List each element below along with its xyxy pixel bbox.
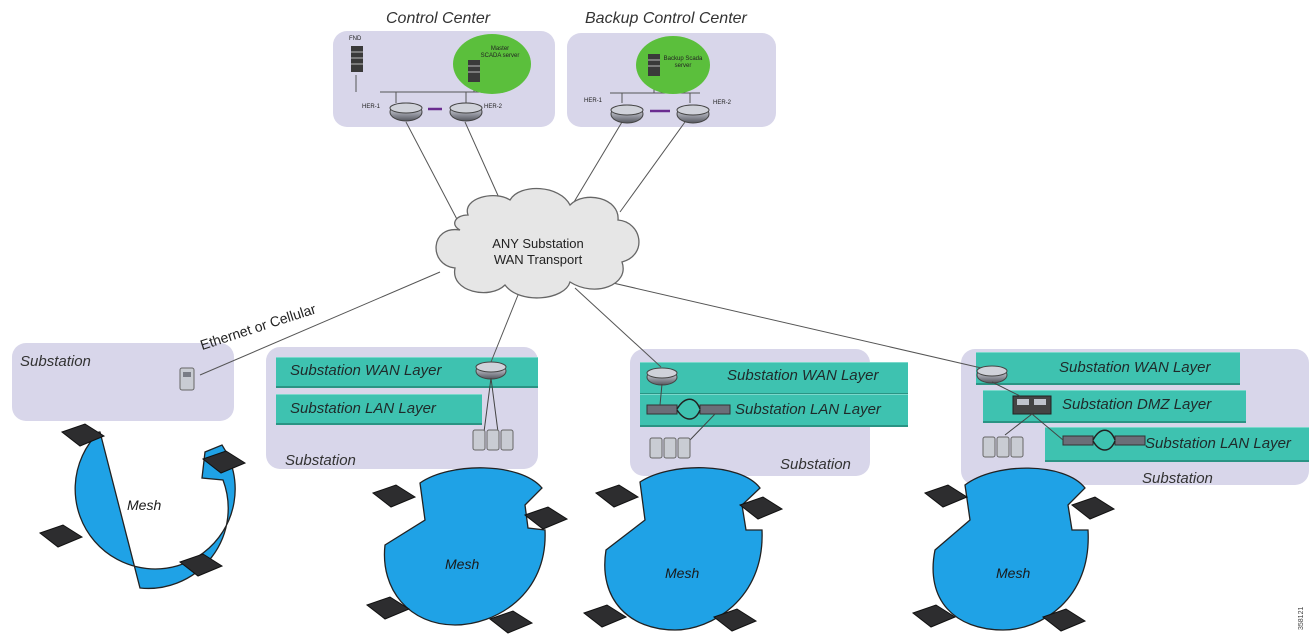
uplink-lines bbox=[199, 121, 991, 376]
substation-label-2: Substation bbox=[285, 452, 356, 469]
router-icon bbox=[389, 102, 423, 122]
endpoint-icon bbox=[38, 524, 84, 548]
wan-transport-cloud bbox=[435, 187, 640, 299]
mesh-4 bbox=[932, 467, 1089, 631]
endpoint-icon bbox=[488, 610, 534, 634]
endpoint-icon bbox=[523, 506, 569, 530]
her2-label-backup: HER-2 bbox=[713, 100, 732, 106]
cloud-line-1: ANY Substation bbox=[492, 236, 584, 251]
wan-layer-bar-4 bbox=[976, 352, 1240, 385]
lan-layer-bar-3 bbox=[640, 394, 908, 427]
master-scada-server-icon bbox=[468, 60, 480, 82]
router-icon bbox=[610, 104, 644, 124]
lan-layer-bar-2 bbox=[276, 394, 482, 425]
endpoint-icon bbox=[738, 496, 784, 520]
endpoint-icon bbox=[594, 484, 640, 508]
backup-scada-label: Backup Scada server bbox=[663, 56, 703, 69]
router-icon bbox=[676, 104, 710, 124]
lan-switch-pair-4 bbox=[1062, 429, 1146, 451]
control-center-title: Control Center bbox=[386, 10, 491, 27]
endpoint-icon bbox=[365, 596, 411, 620]
substation-label-4: Substation bbox=[1142, 470, 1213, 487]
fnd-label: FND bbox=[349, 36, 362, 42]
endpoint-icon bbox=[712, 608, 758, 632]
backup-scada-zone bbox=[636, 36, 710, 94]
lan-layer-label-3: Substation LAN Layer bbox=[735, 401, 881, 418]
endpoint-icon bbox=[371, 484, 417, 508]
router-icon bbox=[475, 361, 507, 380]
mesh-label-1: Mesh bbox=[127, 497, 162, 513]
mesh-3 bbox=[604, 467, 763, 631]
grid-router-icon bbox=[179, 367, 195, 391]
backup-control-center-title: Backup Control Center bbox=[585, 10, 747, 27]
dmz-layer-label-4: Substation DMZ Layer bbox=[1062, 396, 1212, 413]
her-links bbox=[355, 75, 700, 103]
master-scada-label: Master SCADA server bbox=[480, 46, 520, 59]
fnd-server-icon bbox=[351, 46, 363, 72]
mesh-2 bbox=[383, 467, 546, 626]
substation-label-3: Substation bbox=[780, 456, 851, 473]
lan-layer-label-2: Substation LAN Layer bbox=[290, 400, 436, 417]
her2-label-primary: HER-2 bbox=[484, 104, 503, 110]
wan-layer-label-3: Substation WAN Layer bbox=[727, 367, 879, 384]
endpoint-icons bbox=[38, 423, 1116, 634]
substation-label-1: Substation bbox=[20, 353, 91, 370]
endpoint-icon bbox=[1070, 496, 1116, 520]
endpoint-icon bbox=[582, 604, 628, 628]
figure-id: 358121 bbox=[1298, 606, 1305, 630]
substation-panel-1 bbox=[12, 343, 234, 421]
grid-router-cluster-icon bbox=[649, 437, 691, 459]
wan-layer-label-2: Substation WAN Layer bbox=[290, 362, 442, 379]
her1-label-backup: HER-1 bbox=[584, 98, 603, 104]
endpoint-icon bbox=[911, 604, 957, 628]
router-icon bbox=[449, 102, 483, 122]
endpoint-icon bbox=[178, 553, 224, 577]
cloud-label: ANY Substation WAN Transport bbox=[448, 236, 628, 268]
firewall-icon bbox=[1012, 395, 1052, 415]
endpoint-icon bbox=[60, 423, 106, 447]
endpoint-icon bbox=[201, 450, 247, 474]
endpoint-icon bbox=[1041, 608, 1087, 632]
grid-router-cluster-icon bbox=[982, 436, 1024, 458]
cloud-line-2: WAN Transport bbox=[493, 252, 583, 267]
mesh-label-3: Mesh bbox=[665, 565, 700, 581]
grid-router-cluster-icon bbox=[472, 429, 514, 451]
her1-label-primary: HER-1 bbox=[362, 104, 381, 110]
lan-layer-label-4: Substation LAN Layer bbox=[1145, 435, 1291, 452]
router-icon bbox=[646, 367, 678, 386]
lan-switch-pair-3 bbox=[646, 398, 731, 420]
wan-layer-label-4: Substation WAN Layer bbox=[1059, 359, 1211, 376]
endpoint-icon bbox=[923, 484, 969, 508]
mesh-label-2: Mesh bbox=[445, 556, 480, 572]
mesh-label-4: Mesh bbox=[996, 565, 1031, 581]
router-icon bbox=[976, 365, 1008, 384]
master-scada-zone bbox=[453, 34, 531, 94]
backup-scada-server-icon bbox=[648, 54, 660, 76]
